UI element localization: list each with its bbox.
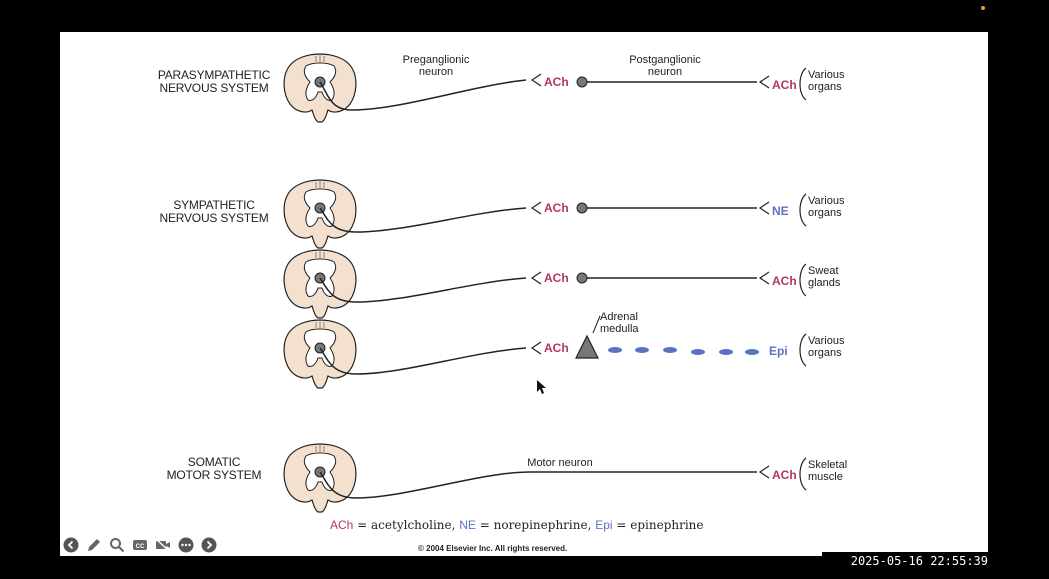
ach-label: ACh	[544, 341, 569, 355]
status-dot	[981, 6, 985, 10]
legend-ne-def: = norepinephrine,	[475, 518, 596, 532]
legend-ach-def: = acetylcholine,	[353, 518, 460, 532]
sympathetic-adrenal-pathway	[283, 315, 807, 389]
target-skeletal-muscle: Skeletal muscle	[808, 459, 848, 483]
presentation-toolbar: CC	[62, 536, 218, 554]
somatic-pathway	[283, 443, 807, 513]
legend-ne: NE	[459, 518, 476, 532]
more-icon[interactable]	[177, 536, 195, 554]
copyright: © 2004 Elsevier Inc. All rights reserved…	[418, 544, 568, 553]
ach-label: ACh	[772, 468, 797, 482]
parasympathetic-pathway	[283, 53, 807, 123]
epi-label: Epi	[769, 344, 788, 358]
pen-icon[interactable]	[85, 536, 103, 554]
camera-off-icon[interactable]	[154, 536, 172, 554]
target-various-organs: Various organs	[808, 69, 845, 93]
ach-label: ACh	[544, 75, 569, 89]
ach-label: ACh	[544, 271, 569, 285]
svg-text:CC: CC	[136, 544, 145, 550]
preganglionic-label: Preganglionic neuron	[402, 54, 470, 78]
sympathetic-sweat-pathway	[283, 249, 807, 319]
target-various-organs: Various organs	[808, 195, 845, 219]
autonomic-diagram	[283, 53, 807, 513]
slide: PARASYMPATHETIC NERVOUS SYSTEM SYMPATHET…	[60, 32, 988, 556]
somatic-label: SOMATIC MOTOR SYSTEM	[166, 455, 262, 482]
ach-label: ACh	[772, 274, 797, 288]
back-icon[interactable]	[62, 536, 80, 554]
captions-icon[interactable]: CC	[131, 536, 149, 554]
target-sweat-glands: Sweat glands	[808, 265, 841, 289]
timestamp: 2025-05-16 22:55:39	[822, 552, 988, 572]
parasympathetic-label: PARASYMPATHETIC NERVOUS SYSTEM	[157, 68, 271, 95]
forward-icon[interactable]	[200, 536, 218, 554]
postganglionic-label: Postganglionic neuron	[629, 54, 701, 78]
sympathetic-ne-pathway	[283, 179, 807, 249]
legend-ach: ACh	[330, 518, 354, 532]
ach-label: ACh	[544, 201, 569, 215]
mouse-cursor	[537, 380, 546, 394]
target-various-organs: Various organs	[808, 335, 845, 359]
legend-epi-def: = epinephrine	[612, 518, 704, 532]
adrenal-medulla-label: Adrenal medulla	[600, 311, 639, 335]
ach-label: ACh	[772, 78, 797, 92]
motor-neuron-label: Motor neuron	[527, 457, 593, 469]
legend-epi: Epi	[595, 518, 613, 532]
ne-label: NE	[772, 204, 789, 218]
sympathetic-label: SYMPATHETIC NERVOUS SYSTEM	[159, 198, 269, 225]
epinephrine-droplets	[608, 347, 759, 355]
search-icon[interactable]	[108, 536, 126, 554]
legend: ACh = acetylcholine, NE = norepinephrine…	[330, 518, 704, 532]
